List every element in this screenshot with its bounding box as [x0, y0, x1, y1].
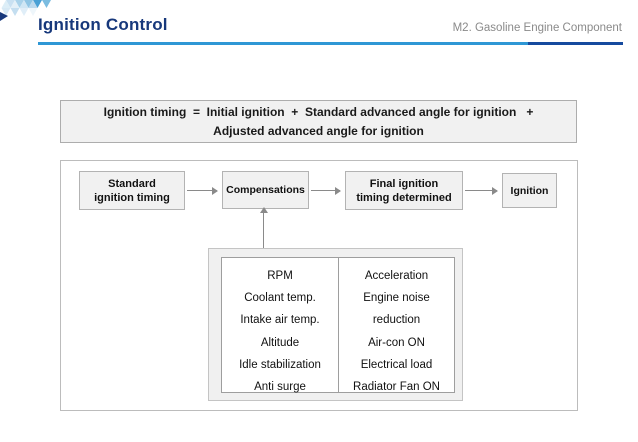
factor-item: Radiator Fan ON [353, 381, 440, 394]
step-label-line: Ignition [510, 184, 549, 197]
flow-step-ignition: Ignition [502, 173, 557, 208]
flow-arrow-right-icon [311, 186, 341, 195]
flow-step-standard-ignition-timing: Standard ignition timing [79, 171, 185, 210]
page-title: Ignition Control [38, 15, 168, 34]
factor-item: Altitude [260, 336, 300, 349]
ignition-timing-formula-box: Ignition timing = Initial ignition + Sta… [60, 100, 577, 143]
factor-item: Coolant temp. [244, 292, 316, 305]
compensation-factors-panel: RPM Coolant temp. Intake air temp. Altit… [208, 248, 463, 401]
triangle-mosaic-logo-icon [0, 0, 51, 21]
factor-item: Intake air temp. [240, 314, 320, 327]
module-subtitle: M2. Gasoline Engine Component [452, 22, 622, 34]
formula-line-1: Ignition timing = Initial ignition + Sta… [103, 104, 534, 119]
factors-column-left: RPM Coolant temp. Intake air temp. Altit… [222, 258, 338, 393]
factor-item: Engine noise [363, 292, 430, 305]
flow-arrow-right-icon [187, 186, 218, 195]
factor-item: RPM [267, 270, 293, 282]
flow-arrow-up-icon [259, 207, 268, 248]
factor-item: Electrical load [360, 358, 433, 371]
step-label-line: Compensations [226, 184, 305, 196]
step-label-line: Final ignition [369, 177, 439, 190]
formula-line-2: Adjusted advanced angle for ignition [213, 123, 424, 138]
step-label-line: Standard [108, 177, 156, 190]
step-label-line: ignition timing [94, 191, 170, 204]
factor-item: reduction [372, 314, 421, 327]
factor-item: Idle stabilization [239, 358, 321, 371]
factor-item: Acceleration [364, 270, 429, 282]
header-rule-dark [528, 42, 623, 45]
flow-arrow-right-icon [465, 186, 498, 195]
ignition-flow-diagram: Standard ignition timing Compensations F… [60, 160, 578, 411]
factor-item: Anti surge [254, 381, 306, 394]
factor-item: Air-con ON [368, 336, 425, 349]
header-rule-light [38, 42, 528, 45]
flow-step-final-ignition-timing: Final ignition timing determined [345, 171, 463, 210]
compensation-factors-table: RPM Coolant temp. Intake air temp. Altit… [221, 257, 455, 393]
step-label-line: timing determined [356, 191, 452, 204]
flow-step-compensations: Compensations [222, 171, 309, 209]
factors-column-right: Acceleration Engine noise reduction Air-… [338, 258, 454, 393]
